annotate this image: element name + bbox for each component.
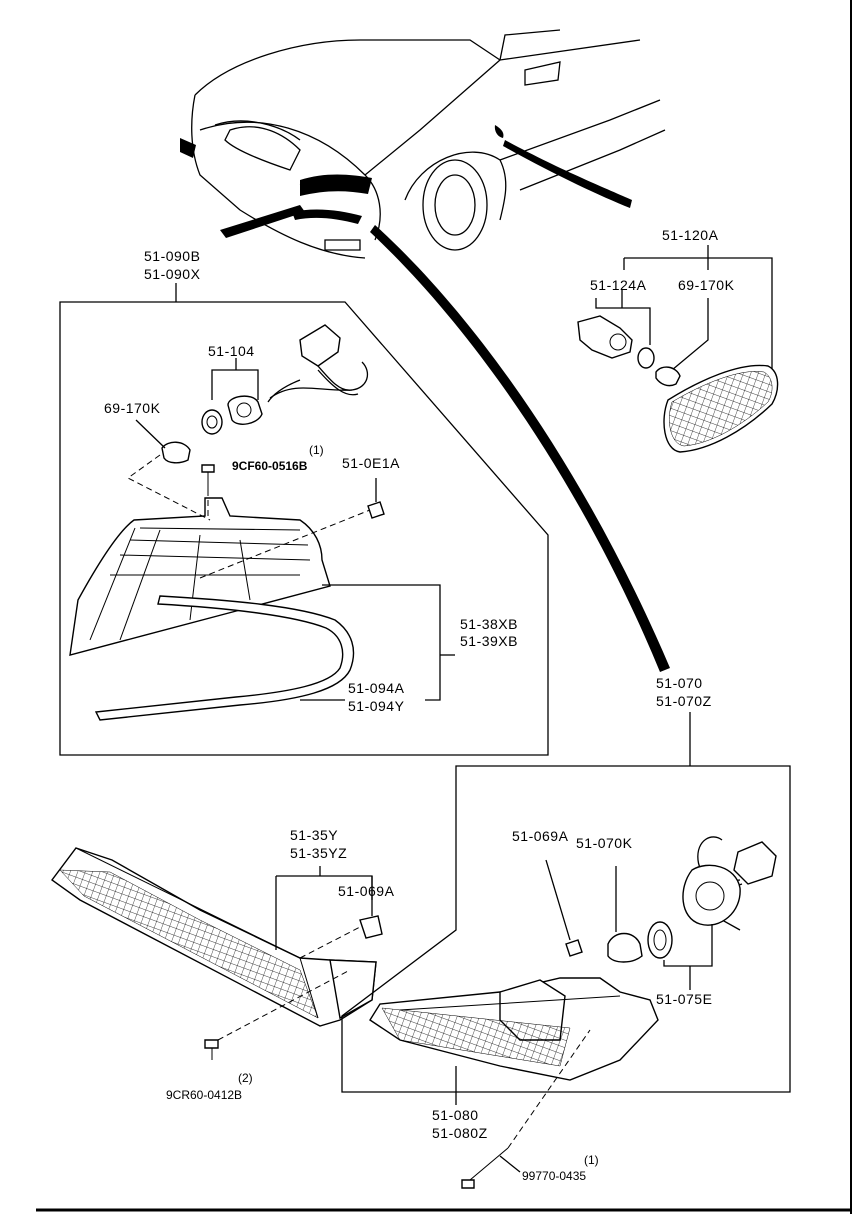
label-socket-rear: 51-075E [656,991,712,1007]
label-lens-b: 51-39XB [460,633,518,649]
label-bulb-rear: 51-070K [576,835,633,851]
label-screw-front: 9CF60-0516B [232,459,308,473]
front-corner-lamp-group [59,283,549,756]
label-screw-left: 9CR60-0412B [166,1088,242,1102]
label-screw-left-qty: (2) [238,1071,253,1085]
label-side-bulb: 69-170K [678,277,735,293]
label-clip-front: 51-0E1A [342,455,400,471]
label-clip-right: 51-069A [512,828,569,844]
label-lens-a: 51-38XB [460,616,518,632]
label-screw-bottom: 99770-0435 [522,1169,586,1183]
label-screw-front-qty: (1) [309,443,324,457]
group-box-turn [341,765,791,1093]
label-front-lamp-assy-b: 51-090X [144,266,201,282]
turn-lamp-group [341,712,791,1189]
label-screw-bottom-qty: (1) [584,1153,599,1167]
part-labels: 51-090B 51-090X 51-104 69-170K (1) 9CF60… [104,227,735,1183]
label-bumper-lamp-a: 51-35Y [290,827,338,843]
label-gasket-a: 51-094A [348,680,405,696]
label-bumper-lamp-b: 51-35YZ [290,845,347,861]
label-socket-front: 51-104 [208,343,255,359]
label-gasket-b: 51-094Y [348,698,405,714]
label-side-socket: 51-124A [590,277,647,293]
label-front-lamp-assy-a: 51-090B [144,248,200,264]
label-clip-left: 51-069A [338,883,395,899]
label-lamp-body-a: 51-080 [432,1107,479,1123]
label-bulb-front: 69-170K [104,400,161,416]
label-rear-assy-a: 51-070 [656,675,703,691]
side-marker-lamp-group [577,245,779,453]
label-rear-assy-b: 51-070Z [656,693,712,709]
label-side-lamp: 51-120A [662,227,719,243]
car-illustration [180,29,670,672]
bumper-lamp-group [51,847,383,1060]
group-box-front [59,301,549,756]
label-lamp-body-b: 51-080Z [432,1125,488,1141]
